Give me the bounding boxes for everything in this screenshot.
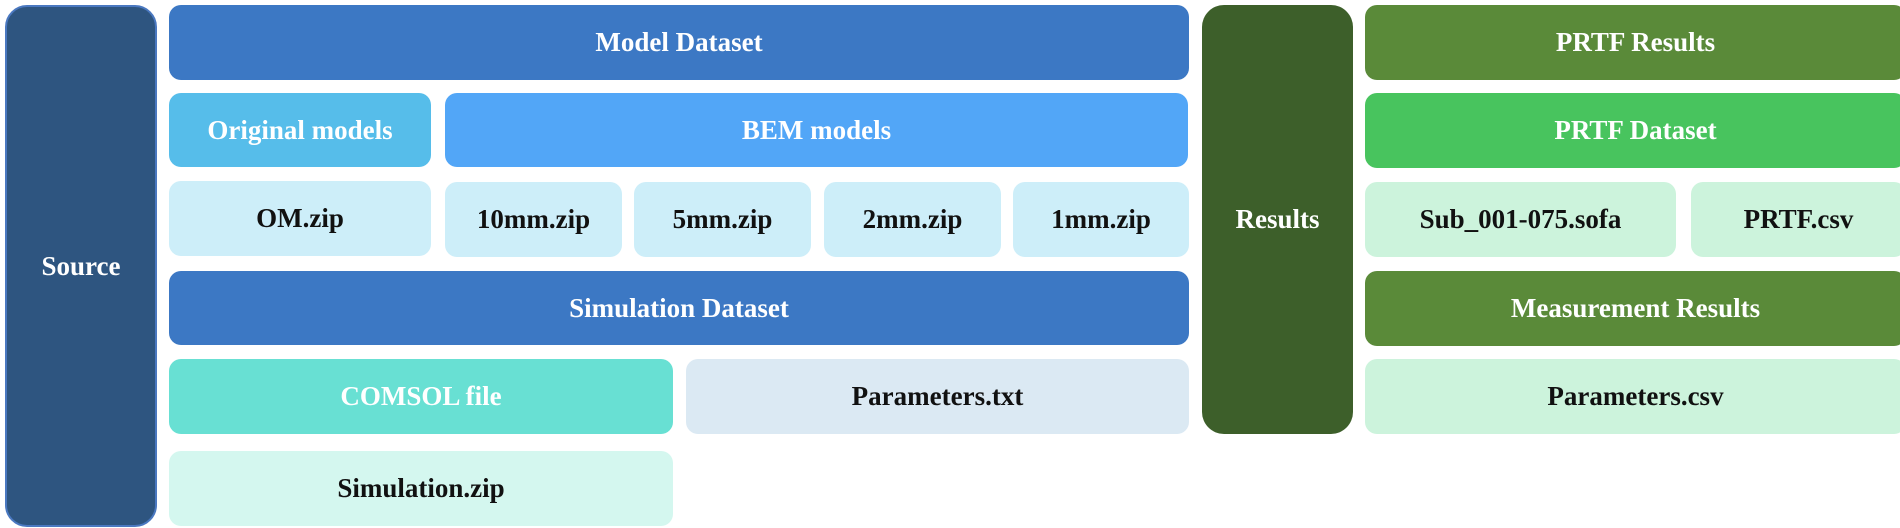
prtf-results-header: PRTF Results: [1365, 5, 1900, 80]
simulation-dataset-title: Simulation Dataset: [569, 292, 789, 323]
comsol-file-box: COMSOL file: [169, 359, 673, 434]
om-zip-file: OM.zip: [169, 181, 431, 256]
om-zip-label: OM.zip: [256, 203, 344, 233]
measurement-results-label: Measurement Results: [1510, 293, 1761, 323]
bem-models-box: BEM models: [445, 93, 1188, 167]
results-label: Results: [1235, 204, 1320, 234]
source-block: Source: [5, 5, 157, 527]
bem-file-10mm: 10mm.zip: [445, 182, 622, 257]
simulation-dataset-header: Simulation Dataset: [169, 271, 1189, 345]
prtf-results-title: PRTF Results: [1555, 27, 1716, 57]
comsol-file-label: COMSOL file: [340, 381, 502, 411]
parameters-csv-file: Parameters.csv: [1365, 359, 1900, 434]
original-models-box: Original models: [169, 93, 431, 167]
bem-file-2mm: 2mm.zip: [824, 182, 1001, 257]
bem-models-label: BEM models: [741, 114, 892, 145]
parameters-csv-label: Parameters.csv: [1547, 381, 1724, 411]
sofa-file-label: Sub_001-075.sofa: [1419, 204, 1622, 234]
bem-file-label: 2mm.zip: [862, 204, 963, 234]
simulation-zip-label: Simulation.zip: [337, 473, 505, 503]
prtf-csv-file: PRTF.csv: [1691, 182, 1900, 257]
bem-file-5mm: 5mm.zip: [634, 182, 811, 257]
results-block: Results: [1202, 5, 1353, 434]
simulation-zip-file: Simulation.zip: [169, 451, 673, 526]
bem-file-label: 10mm.zip: [476, 204, 591, 234]
measurement-results-box: Measurement Results: [1365, 271, 1900, 346]
model-dataset-header: Model Dataset: [169, 5, 1189, 80]
original-models-label: Original models: [207, 114, 393, 145]
parameters-txt-file: Parameters.txt: [686, 359, 1189, 434]
bem-file-label: 1mm.zip: [1051, 204, 1151, 234]
parameters-txt-label: Parameters.txt: [851, 381, 1024, 411]
prtf-dataset-box: PRTF Dataset: [1365, 93, 1900, 168]
bem-file-1mm: 1mm.zip: [1013, 182, 1189, 257]
source-label: Source: [41, 250, 121, 281]
prtf-csv-label: PRTF.csv: [1743, 204, 1854, 234]
model-dataset-title: Model Dataset: [595, 27, 763, 57]
sofa-file: Sub_001-075.sofa: [1365, 182, 1676, 257]
bem-file-label: 5mm.zip: [672, 204, 773, 234]
prtf-dataset-label: PRTF Dataset: [1554, 115, 1717, 145]
